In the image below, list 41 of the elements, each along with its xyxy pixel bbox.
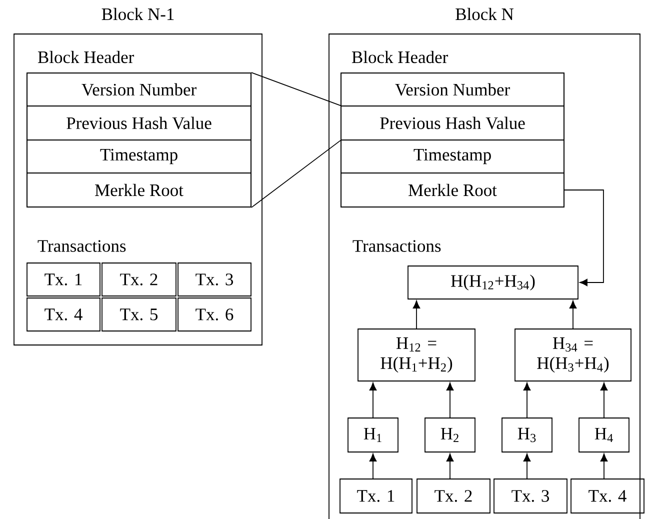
- arrow: [446, 454, 454, 479]
- transaction-box: Tx. 4: [26, 298, 100, 332]
- hash-box: H$_{1}$: [348, 418, 398, 452]
- field-box: Version Number: [340, 72, 564, 106]
- arrow: [369, 382, 377, 418]
- arrow: [600, 382, 608, 418]
- field-box: H(H$_{12}$+H$_{34}$): [408, 266, 578, 300]
- field-box: Timestamp: [26, 140, 252, 174]
- node-label: Block N-1: [102, 8, 174, 20]
- arrow: [369, 454, 377, 479]
- node-label: Block Header: [38, 50, 134, 64]
- arrow: [564, 190, 604, 286]
- arrow: [446, 382, 454, 418]
- transaction-box: Tx. 1: [340, 478, 412, 514]
- transaction-box: Tx. 3: [494, 478, 568, 514]
- hash-box: H$_{12}$ = H(H$_{1}$+H$_{2}$): [358, 328, 476, 382]
- field-box: Merkle Root: [26, 172, 252, 208]
- field-box: Previous Hash Value: [340, 106, 564, 140]
- transaction-box: Tx. 2: [416, 478, 490, 514]
- transaction-box: Tx. 5: [102, 298, 176, 332]
- hash-box: H$_{3}$: [502, 418, 552, 452]
- connector-line: [251, 140, 341, 208]
- transaction-box: Tx. 4: [570, 478, 644, 514]
- transaction-box: Tx. 1: [26, 262, 100, 296]
- arrow: [523, 454, 531, 479]
- field-box: Timestamp: [340, 140, 564, 174]
- hash-box: H$_{34}$ = H(H$_{3}$+H$_{4}$): [514, 328, 632, 382]
- field-box: Version Number: [26, 72, 252, 106]
- arrow: [600, 454, 608, 479]
- field-box: Merkle Root: [340, 172, 564, 208]
- hash-box: H$_{2}$: [424, 418, 476, 452]
- hash-box: H$_{4}$: [578, 418, 630, 452]
- arrow: [569, 300, 577, 329]
- field-box: Previous Hash Value: [26, 106, 252, 140]
- transaction-box: Tx. 6: [178, 298, 252, 332]
- connector-line: [251, 72, 341, 106]
- transaction-box: Tx. 3: [178, 262, 252, 296]
- transaction-box: Tx. 2: [102, 262, 176, 296]
- arrow: [523, 382, 531, 418]
- node-label: Block Header: [352, 50, 448, 64]
- arrow: [412, 300, 420, 329]
